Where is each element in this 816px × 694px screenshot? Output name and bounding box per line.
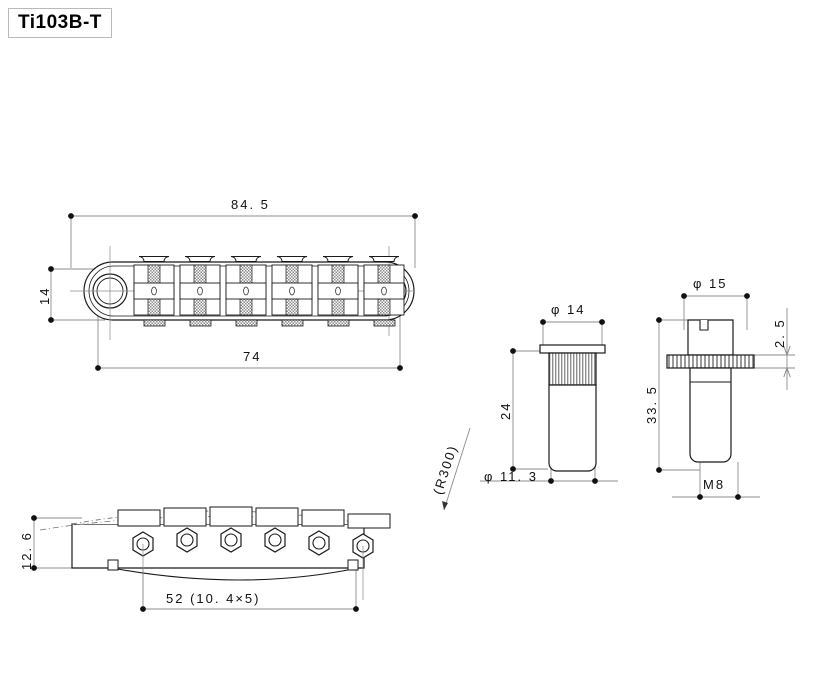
dim-overall-length: 84. 5: [231, 197, 270, 212]
top-view-drawing: [70, 246, 415, 340]
dim-post-height: 33. 5: [644, 385, 659, 424]
dim-saddle-spacing: 52 (10. 4×5): [166, 591, 261, 606]
dim-body-width: 14: [37, 286, 52, 305]
saddle-group-top: [133, 256, 405, 327]
dim-thumbwheel-thickness: 2. 5: [772, 318, 787, 348]
dim-post-spacing: 74: [243, 349, 262, 364]
dim-thread-spec: M8: [703, 477, 726, 492]
saddle-group-front: [117, 506, 391, 529]
part-number-title: Ti103B-T: [8, 8, 112, 38]
hex-nut-group: [132, 527, 374, 559]
dim-body-height: 12. 6: [19, 531, 34, 570]
dim-bushing-height: 24: [498, 401, 513, 420]
dim-flange-diameter: φ 14: [551, 302, 586, 317]
post-stud-detail-drawing: [666, 319, 755, 463]
front-view-drawing: [39, 506, 391, 600]
bushing-detail-drawing: [539, 344, 606, 472]
dimension-terminators: [31, 213, 791, 612]
dim-body-diameter: φ 11. 3: [484, 469, 538, 484]
dim-thumbwheel-diameter: φ 15: [693, 276, 728, 291]
